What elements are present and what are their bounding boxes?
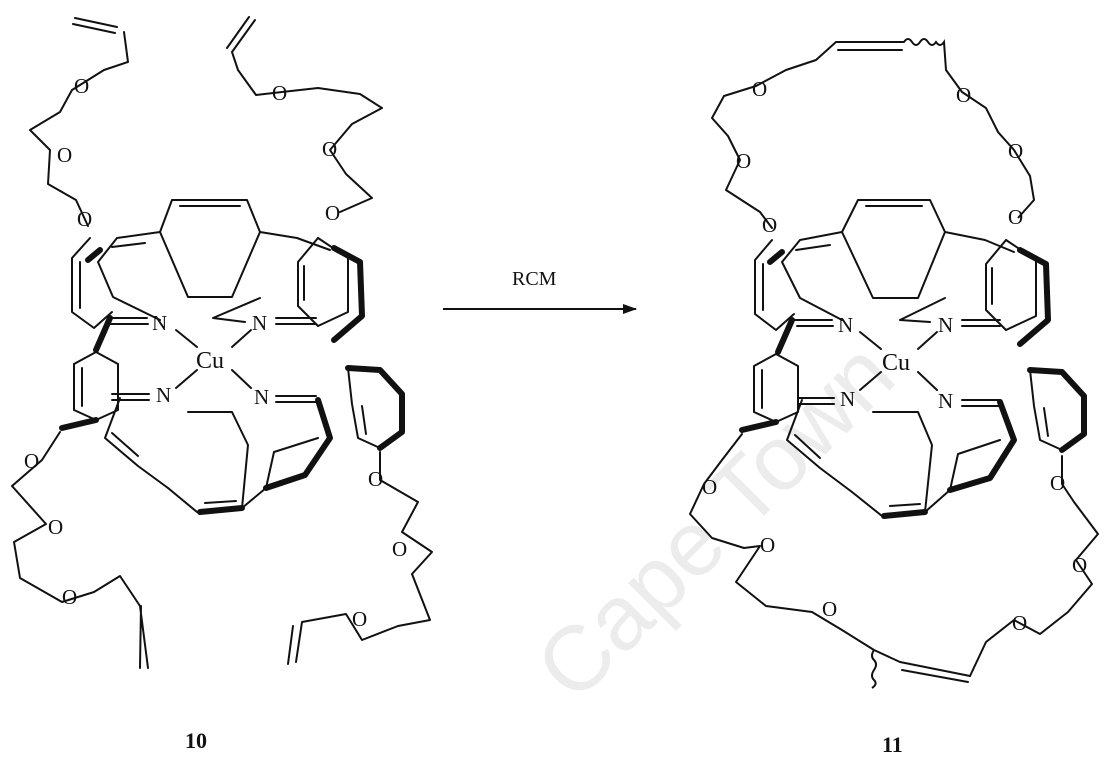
oxygen-label: O bbox=[368, 467, 383, 491]
watermark: Cape Town bbox=[517, 323, 913, 719]
oxygen-label: O bbox=[272, 81, 287, 105]
oxygen-label: O bbox=[392, 537, 407, 561]
oxygen-label: O bbox=[822, 597, 837, 621]
oxygen-label: O bbox=[956, 83, 971, 107]
oxygen-label: O bbox=[24, 449, 39, 473]
oxygen-label: O bbox=[702, 475, 717, 499]
oxygen-label: O bbox=[1072, 553, 1087, 577]
compound-label-10: 10 bbox=[185, 728, 207, 753]
nitrogen-label: N bbox=[840, 387, 855, 411]
oxygen-label: O bbox=[57, 143, 72, 167]
oxygen-label: O bbox=[352, 607, 367, 631]
nitrogen-label: N bbox=[156, 383, 171, 407]
oxygen-label: O bbox=[1012, 611, 1027, 635]
reactant-structure: O O O O O O O O O O O O N N N N Cu bbox=[11, 16, 433, 669]
product-structure: O O O O O O O O O O O O N N N N Cu bbox=[689, 38, 1099, 689]
nitrogen-label: N bbox=[938, 389, 953, 413]
oxygen-label: O bbox=[736, 149, 751, 173]
copper-label: Cu bbox=[196, 348, 224, 374]
oxygen-label: O bbox=[62, 585, 77, 609]
nitrogen-label: N bbox=[254, 385, 269, 409]
compound-label-11: 11 bbox=[882, 732, 903, 757]
oxygen-label: O bbox=[1050, 471, 1065, 495]
oxygen-label: O bbox=[752, 77, 767, 101]
oxygen-label: O bbox=[1008, 139, 1023, 163]
nitrogen-label: N bbox=[152, 311, 167, 335]
copper-label: Cu bbox=[882, 350, 910, 376]
oxygen-label: O bbox=[322, 137, 337, 161]
oxygen-label: O bbox=[762, 213, 777, 237]
oxygen-label: O bbox=[325, 201, 340, 225]
oxygen-label: O bbox=[48, 515, 63, 539]
reaction-label: RCM bbox=[512, 268, 557, 290]
nitrogen-label: N bbox=[838, 313, 853, 337]
oxygen-label: O bbox=[1008, 205, 1023, 229]
oxygen-label: O bbox=[74, 74, 89, 98]
oxygen-label: O bbox=[77, 207, 92, 231]
nitrogen-label: N bbox=[938, 313, 953, 337]
oxygen-label: O bbox=[760, 533, 775, 557]
nitrogen-label: N bbox=[252, 311, 267, 335]
